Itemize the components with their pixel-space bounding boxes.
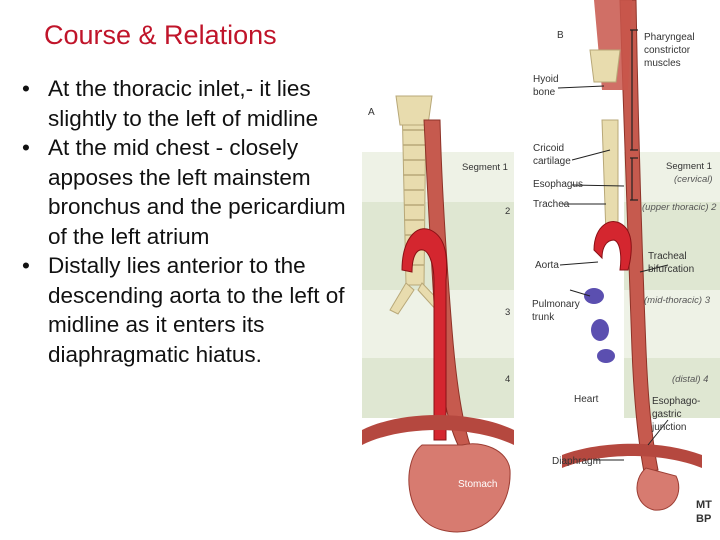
- panel-a-letter: A: [368, 107, 375, 118]
- bullet-item: • Distally lies anterior to the descendin…: [18, 251, 348, 369]
- pointer-lines: [557, 85, 669, 461]
- bullet-item: • At the thoracic inlet,- it lies slightl…: [18, 74, 348, 133]
- ej-label-line1: Esophago-: [652, 396, 700, 407]
- hyoid-label-line1: Hyoid: [533, 74, 559, 85]
- cricoid-label-line1: Cricoid: [533, 143, 564, 154]
- ej-label-line3: junction: [651, 422, 686, 433]
- pharyngeal-label-line2: constrictor: [644, 45, 691, 56]
- right-bronchus: [389, 282, 415, 315]
- diaphragm-panel-a: [362, 415, 514, 445]
- segment-label-4: 4: [505, 374, 510, 385]
- pharyngeal-label-line3: muscles: [644, 58, 681, 69]
- aorta-panel-a: [401, 228, 448, 441]
- distal-label: (distal) 4: [672, 374, 708, 385]
- mid-thoracic-label: (mid-thoracic) 3: [644, 295, 711, 306]
- panel-b-letter: B: [557, 30, 564, 41]
- segment1-label: Segment 1: [666, 161, 712, 172]
- stomach-label: Stomach: [458, 479, 497, 490]
- trachea-panel-b: [601, 119, 619, 236]
- cricoid-label-line2: cartilage: [533, 156, 571, 167]
- hyoid-label-line2: bone: [533, 87, 556, 98]
- logo-line2: BP: [696, 513, 711, 525]
- bullet-marker: •: [22, 253, 30, 278]
- diaphragm-label: Diaphragm: [552, 456, 601, 467]
- bullet-list: • At the thoracic inlet,- it lies slightl…: [18, 74, 348, 369]
- tracheal-rings: [403, 129, 425, 266]
- pulmonary-label-line2: trunk: [532, 312, 555, 323]
- tracheal-bifurcation-line2: bifurcation: [648, 264, 694, 275]
- ej-label-line2: gastric: [652, 409, 681, 420]
- segment-label-3: 3: [505, 307, 510, 318]
- bullet-marker: •: [22, 76, 30, 101]
- pulmonary-vessel-2: [591, 319, 609, 341]
- bullet-text: At the mid chest - closely apposes the l…: [48, 135, 346, 249]
- pulmonary-vessel-1: [584, 288, 604, 304]
- hyoid-cartilage-shape: [589, 49, 621, 83]
- aorta-panel-b: [593, 221, 632, 271]
- aorta-label: Aorta: [535, 260, 559, 271]
- anatomy-illustration: A Segment 1 2 3 4 Stomach B Hyoid bone C…: [362, 0, 720, 533]
- cervical-label: (cervical): [674, 174, 713, 185]
- segment-label-2: 2: [505, 206, 510, 217]
- segment-label-1: Segment 1: [462, 162, 508, 173]
- stomach-shape: [408, 443, 511, 533]
- pulmonary-vessel-3: [597, 349, 615, 363]
- logo-line1: MT: [696, 499, 712, 511]
- segment-brackets: [630, 29, 638, 201]
- slide-title: Course & Relations: [44, 20, 277, 50]
- esophagus-anatomy-figure: A Segment 1 2 3 4 Stomach B Hyoid bone C…: [362, 0, 720, 540]
- bullet-text: At the thoracic inlet,- it lies slightly…: [48, 76, 319, 131]
- bullet-item: • At the mid chest - closely apposes the …: [18, 133, 348, 251]
- bullet-text: Distally lies anterior to the descending…: [48, 253, 345, 367]
- tracheal-bifurcation-line1: Tracheal: [648, 251, 687, 262]
- pharyngeal-label-line1: Pharyngeal: [644, 32, 695, 43]
- bullet-marker: •: [22, 135, 30, 160]
- esophagus-label: Esophagus: [533, 179, 583, 190]
- trachea-label: Trachea: [533, 199, 570, 210]
- upper-thoracic-label: (upper thoracic) 2: [642, 202, 717, 213]
- stomach-panel-b: [636, 467, 680, 511]
- heart-label: Heart: [574, 394, 599, 405]
- diaphragm-panel-b: [562, 443, 702, 468]
- pulmonary-label-line1: Pulmonary: [532, 299, 580, 310]
